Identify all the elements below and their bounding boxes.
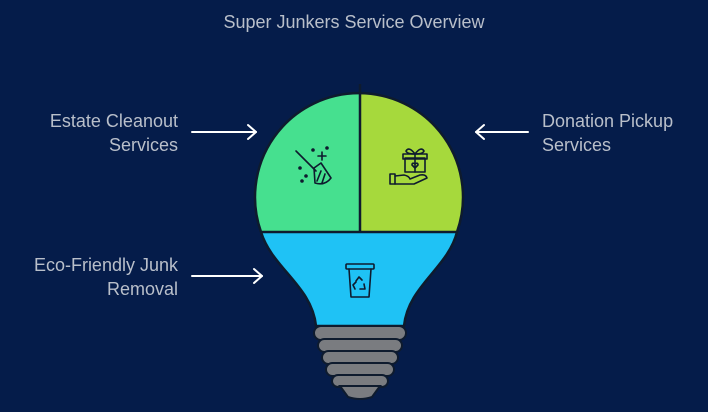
arrow-eco: [191, 268, 263, 284]
label-donation-pickup: Donation Pickup Services: [542, 109, 673, 157]
label-eco-friendly: Eco-Friendly Junk Removal: [34, 253, 178, 301]
label-line: Removal: [106, 279, 178, 299]
label-line: Donation Pickup: [542, 111, 674, 131]
arrow-estate: [191, 124, 257, 140]
section-eco-friendly: [255, 232, 463, 326]
arrow-donation: [475, 124, 529, 140]
diagram-title: Super Junkers Service Overview: [223, 12, 485, 32]
label-line: Services: [108, 135, 178, 155]
bulb-outline: [253, 92, 465, 328]
gift-hand-icon: [389, 148, 428, 185]
broom-sparkle-icon: [295, 146, 332, 185]
bulb-base: [313, 325, 407, 400]
label-line: Eco-Friendly Junk: [33, 255, 178, 275]
label-estate-cleanout: Estate Cleanout Services: [50, 109, 178, 157]
label-line: Estate Cleanout: [49, 111, 178, 131]
recycle-bin-icon: [345, 263, 375, 298]
label-line: Services: [542, 135, 612, 155]
